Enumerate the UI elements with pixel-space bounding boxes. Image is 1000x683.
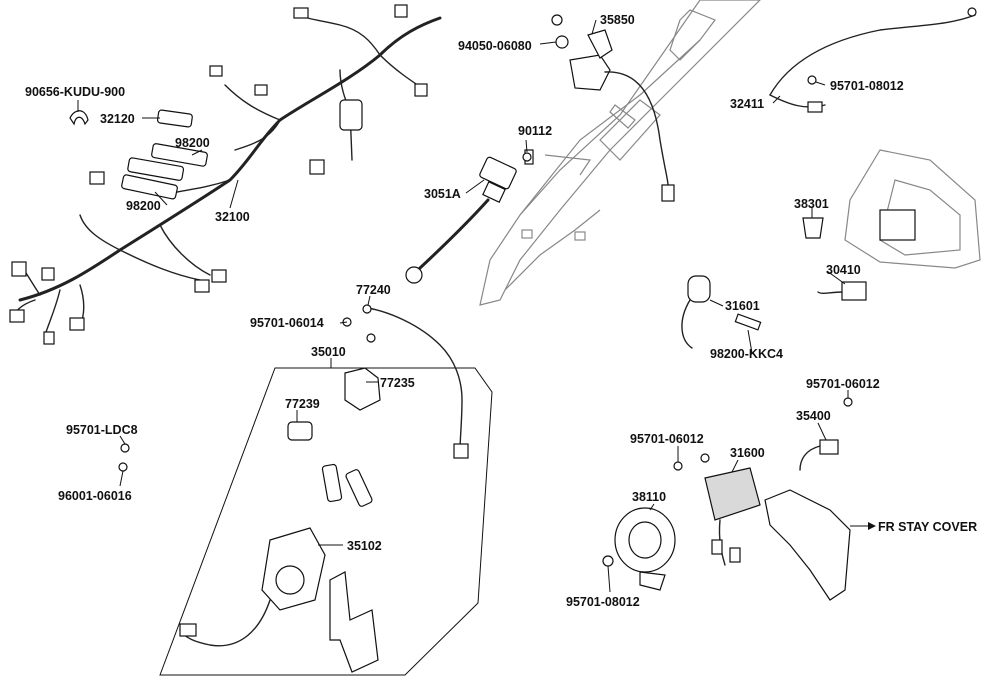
ground-cable	[769, 7, 977, 113]
label-32100: 32100	[215, 210, 250, 224]
horn	[602, 453, 710, 591]
label-98200-upper: 98200	[175, 136, 210, 150]
brake-light-switch	[551, 14, 675, 202]
ignition-coil	[405, 149, 534, 284]
label-98200-kkc4: 98200-KKC4	[710, 347, 783, 361]
label-77240: 77240	[356, 283, 391, 297]
label-95701-06012-right: 95701-06012	[806, 377, 880, 391]
regulator-rectifier	[704, 467, 876, 601]
label-95701-08012-bottom: 95701-08012	[566, 595, 640, 609]
label-38301: 38301	[794, 197, 829, 211]
label-95701-08012-top: 95701-08012	[830, 79, 904, 93]
label-95701-ldc8: 95701-LDC8	[66, 423, 138, 437]
label-90112: 90112	[518, 124, 552, 138]
headlight-housing	[844, 149, 981, 269]
fuse-holders	[69, 109, 208, 200]
ignition-kit-box	[159, 367, 493, 676]
label-35102: 35102	[347, 539, 382, 553]
label-3051a: 3051A	[424, 187, 461, 201]
label-35850: 35850	[600, 13, 635, 27]
main-wiring-harness	[9, 4, 442, 345]
label-31601: 31601	[725, 299, 760, 313]
label-fr-stay-cover: FR STAY COVER	[878, 520, 977, 534]
fasteners-left	[118, 152, 532, 472]
seat-cable	[342, 304, 469, 459]
label-30410: 30410	[826, 263, 861, 277]
label-98200-lower: 98200	[126, 199, 161, 213]
part-labels: 90656-KUDU-900 32120 98200 98200 32100 9…	[25, 13, 977, 609]
seat-lock	[681, 275, 762, 349]
label-35010: 35010	[311, 345, 346, 359]
label-32411: 32411	[730, 97, 764, 111]
label-38110: 38110	[632, 490, 666, 504]
label-95701-06014: 95701-06014	[250, 316, 324, 330]
label-35400: 35400	[796, 409, 831, 423]
frame-body-panel	[479, 0, 761, 306]
label-77235: 77235	[380, 376, 415, 390]
label-94050-06080: 94050-06080	[458, 39, 532, 53]
label-77239: 77239	[285, 397, 320, 411]
label-32120: 32120	[100, 112, 135, 126]
label-96001-06016: 96001-06016	[58, 489, 132, 503]
label-90656-kudu-900: 90656-KUDU-900	[25, 85, 125, 99]
leader-lines	[77, 19, 849, 593]
label-31600: 31600	[730, 446, 765, 460]
label-95701-06012-mid: 95701-06012	[630, 432, 704, 446]
relay-parts	[802, 217, 867, 301]
